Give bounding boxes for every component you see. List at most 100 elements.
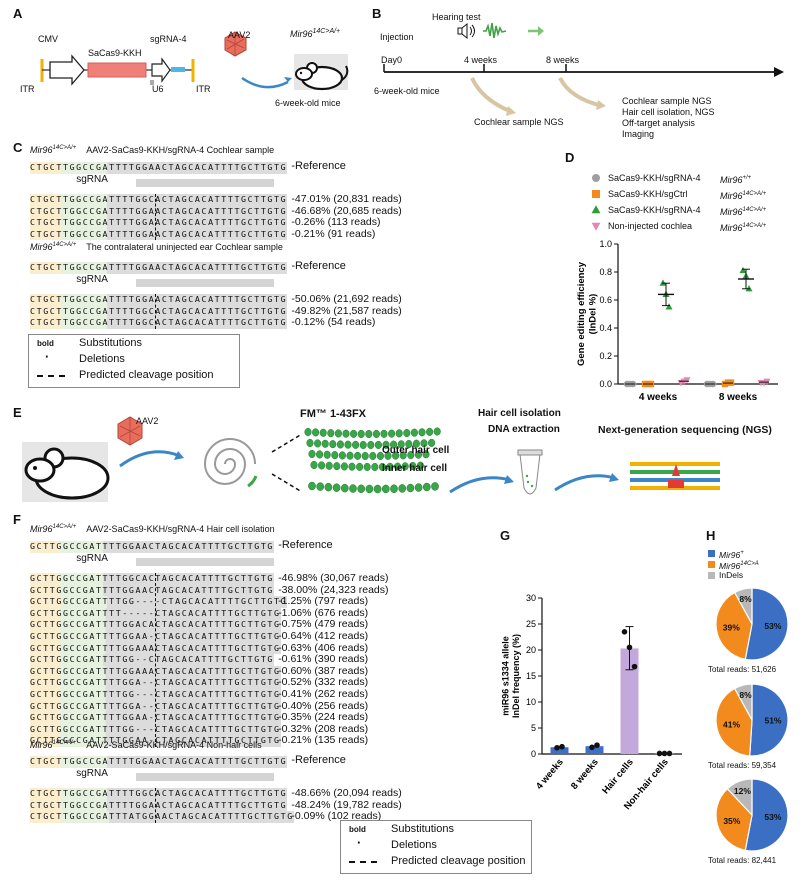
read-frequency: -47.01% (20,831 reads) <box>291 193 402 205</box>
inner-hair-cell <box>373 484 382 494</box>
d-legend-genotype: Mir9614C>A/+ <box>720 223 767 233</box>
read-frequency: -0.21% (135 reads) <box>278 734 369 747</box>
outer-hair-cell <box>329 440 337 449</box>
inner-hair-cell <box>308 481 316 491</box>
read-frequency: -48.66% (20,094 reads) <box>291 787 402 799</box>
read-frequency: -0.12% (54 reads) <box>291 316 376 329</box>
data-point <box>739 266 747 274</box>
transduction-arrow <box>241 76 289 89</box>
inner-hair-cell <box>349 484 357 493</box>
outer-hair-cell <box>352 440 360 449</box>
read-sequence: GCTTGGCCGATTTTGGAAACTAGCACATTTTGCTTGTG <box>30 642 281 655</box>
read-sequence: GCTTGGCCGATTTTGGAA-CTAGCACATTTTGCTTGTG <box>30 735 281 747</box>
read-frequency: -38.00% (24,323 reads) <box>278 583 389 596</box>
outer-hair-cell <box>365 429 373 439</box>
cleavage-line <box>155 194 157 241</box>
y-tick-label: 25 <box>526 619 536 629</box>
outer-hair-cell <box>323 450 331 459</box>
data-point <box>554 744 560 751</box>
y-axis-label: miR96 s1334 alleleInDel frequency (%) <box>500 634 521 718</box>
pie-slice-label: 8% <box>739 690 752 700</box>
y-tick-label: 0.4 <box>599 323 612 333</box>
start-age-label: 6-week-old mice <box>374 86 440 96</box>
h-legend-item: Mir96+ <box>708 548 798 560</box>
data-point <box>683 377 691 384</box>
legend-bold-key: bold <box>349 825 366 834</box>
pie-chart: 53%39%8% <box>715 587 789 661</box>
curved-arrow-8w <box>558 77 603 108</box>
c-legend: bold Substitutions · Deletions Predicted… <box>28 334 240 388</box>
read-sequence: CTGCTTGGCCGATTTTGGCACTAGCACATTTTGCTTGTG <box>30 788 288 800</box>
f-block2-title: Mir9614C>A/+ AAV2-SaCas9-KKH/sgRNA-4 Non… <box>30 740 262 750</box>
cmv-promoter-arrow <box>49 54 85 86</box>
read-frequency: -50.06% (21,692 reads) <box>291 293 402 305</box>
x-tick-label: 8 weeks <box>719 392 758 403</box>
sgrna-bar <box>135 279 275 287</box>
read-frequency: -0.63% (406 reads) <box>278 641 369 654</box>
outer-hair-cell <box>397 440 405 449</box>
read-frequency: -46.98% (30,067 reads) <box>278 572 389 584</box>
bar <box>620 648 639 754</box>
read-sequence: GCTTGGCCGATTTTGGCACTAGCACATTTTGCTTGTG <box>30 573 275 585</box>
outer-hair-cell <box>392 451 400 460</box>
outer-hair-cell <box>338 451 346 460</box>
outer-hair-cell <box>369 451 377 461</box>
sacas9-box <box>87 62 147 78</box>
read-frequency: -0.60% (387 reads) <box>278 664 369 677</box>
reference-sequence: CTGCTTGGCCGATTTTGGAACTAGCACATTTTGCTTGTG <box>30 262 288 274</box>
read-sequence: CTGCTTGGCCGATTTTGGAACTAGCACATTTTGCTTGTG <box>30 217 288 229</box>
read-sequence: CTGCTTGGCCGATTTTGGAACTAGCACATTTTGCTTGTG <box>30 205 288 218</box>
read-sequence: GCTTGGCCGATTTT-----CTAGCACATTTTGCTTGTG <box>30 607 281 620</box>
data-point <box>659 279 667 286</box>
outer-hair-cell <box>372 429 380 438</box>
outer-hair-cell <box>380 429 388 438</box>
read-sequence: GCTTGGCCGATTTTGGAA-CTAGCACATTTTGCTTGTG <box>30 631 281 643</box>
outer-hair-cell <box>405 439 413 449</box>
cochlea-icon <box>203 438 258 488</box>
read-frequency: -0.61% (390 reads) <box>278 653 369 666</box>
week8-label: 8 weeks <box>546 55 580 65</box>
cas9-label: SaCas9-KKH <box>88 48 142 58</box>
aav2-capsid-icon <box>117 416 143 446</box>
inner-hair-cell <box>398 484 407 493</box>
pie-slice <box>744 778 789 852</box>
data-point <box>666 750 673 757</box>
outer-hair-cell <box>308 449 316 459</box>
x-tick-label: Hair cells <box>600 757 636 796</box>
y-tick-label: 15 <box>526 671 536 681</box>
legend-substitutions: Substitutions <box>79 337 142 349</box>
h-legend-item: InDels <box>708 570 798 581</box>
outer-hair-cell <box>409 461 417 471</box>
outer-hair-cell <box>336 440 344 449</box>
outer-hair-cell <box>334 429 342 438</box>
read-frequency: -0.32% (208 reads) <box>278 722 369 735</box>
hair-cell-array <box>304 427 441 494</box>
outer-hair-cell <box>319 428 327 437</box>
read-sequence: CTGCTTGGCCGATTTTGGAACTAGCACATTTTGCTTGTG <box>30 799 288 812</box>
outer-hair-cell <box>367 440 375 450</box>
itr-left-label: ITR <box>20 84 35 94</box>
inner-hair-cell <box>414 483 423 492</box>
week8-task-list: Cochlear sample NGS Hair cell isolation,… <box>622 96 715 140</box>
c-block1-title: Mir9614C>A/+ AAV2-SaCas9-KKH/sgRNA-4 Coc… <box>30 145 275 155</box>
sound-wave-icon <box>483 22 507 39</box>
outer-hair-cell <box>416 461 424 470</box>
panel-c-letter: C <box>13 140 23 155</box>
outer-hair-cell <box>371 462 379 472</box>
legend-marker-shape <box>592 190 600 198</box>
outer-hair-cell <box>331 451 339 460</box>
legend-deletions: Deletions <box>79 353 125 365</box>
read-frequency: -0.09% (102 reads) <box>291 810 382 823</box>
inner-hair-cell <box>422 482 431 492</box>
legend-marker <box>592 174 600 182</box>
inner-hair-cell <box>324 482 333 492</box>
d-legend-genotype: Mir9614C>A/+ <box>720 207 767 217</box>
read-frequency: -0.21% (91 reads) <box>291 227 376 240</box>
outer-hair-cell <box>310 460 318 470</box>
pie-slice <box>715 787 753 852</box>
